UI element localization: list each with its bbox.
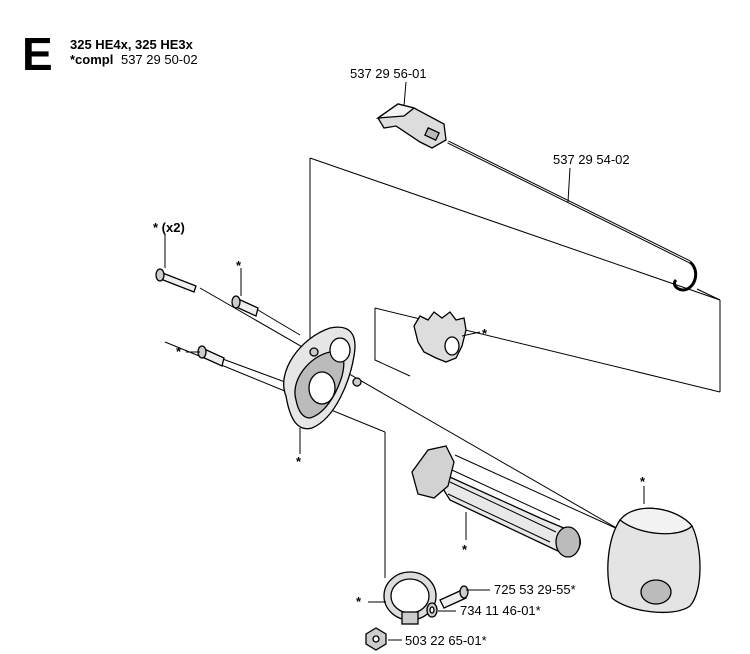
short-screw-top-star: * <box>236 258 242 273</box>
short-screw-top-part <box>231 295 259 317</box>
small-gear-leader <box>461 331 481 337</box>
knob-star: * <box>640 474 646 489</box>
compl-prefix: *compl <box>70 52 113 67</box>
cover-leader <box>403 81 407 107</box>
rod-part-number: 537 29 54-02 <box>553 152 630 167</box>
washer-part-number: 734 11 46-01* <box>460 603 541 618</box>
short-screw-left-star: * <box>176 344 182 359</box>
rod-leader <box>567 167 571 203</box>
cover-part-number: 537 29 56-01 <box>350 66 427 81</box>
bracket-star: * <box>296 454 302 469</box>
nut-part-number: 503 22 65-01* <box>405 633 487 648</box>
clamp-ring-part <box>383 571 437 625</box>
grip-star: * <box>462 542 468 557</box>
compl-line: *compl 537 29 50-02 <box>70 52 198 67</box>
section-letter: E <box>22 28 53 80</box>
clamp-screw-part-number: 725 53 29-55* <box>494 582 576 597</box>
clamp-screw-part <box>439 585 469 609</box>
rod-part <box>447 140 698 292</box>
screw-x2-part <box>155 268 197 293</box>
nut-part <box>365 627 387 651</box>
clamp-ring-star: * <box>356 594 362 609</box>
model-title: 325 HE4x, 325 HE3x <box>70 37 194 52</box>
compl-number: 537 29 50-02 <box>121 52 198 67</box>
washer-part <box>426 602 438 618</box>
short-screw-left-part <box>197 345 225 367</box>
small-gear-part <box>413 311 467 363</box>
knob-part <box>607 507 701 614</box>
small-gear-star: * <box>482 326 488 341</box>
bracket-part <box>283 326 362 430</box>
cover-part <box>375 103 447 149</box>
screw-x2-label: * (x2) <box>153 220 185 235</box>
grip-part <box>411 445 581 558</box>
